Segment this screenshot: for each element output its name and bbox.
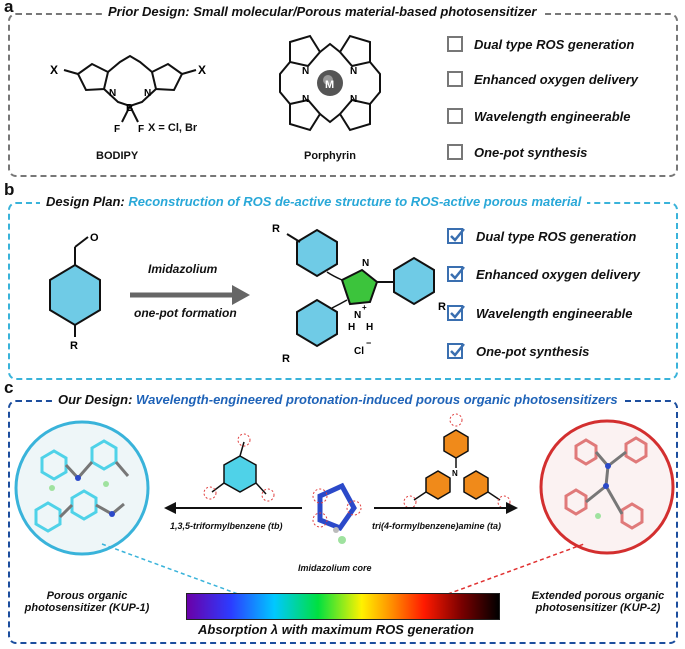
panel-a-check-1: Dual type ROS generation [446,35,634,53]
panel-a-title: Prior Design: Small molecular/Porous mat… [102,4,543,19]
ta-label: tri(4-formylbenzene)amine (ta) [372,521,502,531]
panel-a-check-4: One-pot synthesis [446,143,587,161]
panel-b-letter: b [4,180,15,199]
panel-c-title: Our Design: Wavelength-engineered proton… [52,392,624,407]
kup2-framework-image [539,419,675,555]
svg-text:O: O [90,232,99,244]
panel-c-letter: c [4,378,14,397]
checked-checkbox-icon [447,228,465,244]
kup1-framework-image [14,420,150,556]
empty-checkbox-icon [447,144,463,160]
arrow-bottom-label: one-pot formation [134,306,237,320]
benzaldehyde-structure: O R [49,232,101,352]
svg-text:+: + [362,303,367,312]
panel-c-title-prefix: Our Design: [58,392,133,407]
panel-b-check-3-label: Wavelength engineerable [476,305,633,321]
right-arrow [374,502,518,514]
porphyrin-structure: M N N N N [279,34,381,132]
panel-b-title-highlight: Reconstruction of ROS de-active structur… [128,194,582,209]
svg-text:R: R [438,301,446,313]
bodipy-label: BODIPY [96,150,139,162]
panel-a-check-4-label: One-pot synthesis [474,144,588,160]
svg-text:X: X [198,63,206,77]
spectrum-bar [186,593,500,620]
panel-b-check-4: One-pot synthesis [446,341,589,361]
svg-text:X: X [50,63,58,77]
svg-text:N: N [109,88,116,99]
svg-text:R: R [282,353,290,365]
tb-label: 1,3,5-triformylbenzene (tb) [170,521,283,531]
panel-b-check-1: Dual type ROS generation [446,226,636,246]
svg-text:B: B [126,103,133,114]
svg-text:R: R [272,223,280,235]
checked-checkbox-icon [447,305,465,321]
spectrum-label: Absorption λ with maximum ROS generation [198,622,474,637]
imidazolium-core-model [312,482,362,544]
panel-a-check-1-label: Dual type ROS generation [474,36,635,52]
left-connector [101,543,239,595]
ta-monomer-structure: N [403,413,511,509]
svg-text:R: R [70,340,78,352]
panel-a-check-3-label: Wavelength engineerable [474,108,631,124]
arrow-top-label: Imidazolium [148,262,218,276]
panel-c-title-highlight: Wavelength-engineered protonation-induce… [136,392,618,407]
panel-a-check-3: Wavelength engineerable [446,107,631,125]
svg-text:N: N [350,66,357,77]
svg-text:Cl: Cl [354,346,364,357]
panel-b-check-3: Wavelength engineerable [446,303,633,323]
svg-text:M: M [325,79,334,91]
empty-checkbox-icon [447,71,463,87]
svg-text:F: F [138,124,144,134]
panel-b-title: Design Plan: Reconstruction of ROS de-ac… [40,194,588,209]
svg-text:N: N [354,310,361,321]
empty-checkbox-icon [447,108,463,124]
core-label: Imidazolium core [298,563,372,573]
right-connector [447,543,585,595]
bodipy-structure: X X N N B F F [50,54,206,134]
panel-a-check-2-label: Enhanced oxygen delivery [474,71,639,87]
left-arrow [164,502,302,514]
svg-text:H: H [366,322,373,333]
tb-monomer-structure [203,433,275,502]
empty-checkbox-icon [447,36,463,52]
panel-b-check-4-label: One-pot synthesis [476,343,590,359]
svg-text:−: − [366,338,371,348]
imidazolium-structure: R R R N N + H H Cl − [272,223,446,365]
porphyrin-label: Porphyrin [304,150,356,162]
panel-b-check-2: Enhanced oxygen delivery [446,264,640,284]
svg-text:N: N [362,258,369,269]
panel-a-letter: a [4,0,14,16]
checked-checkbox-icon [447,343,465,359]
panel-b-title-prefix: Design Plan: [46,194,125,209]
bodipy-x-note: X = Cl, Br [148,122,198,134]
svg-text:N: N [144,88,151,99]
kup1-label: Porous organic photosensitizer (KUP-1) [24,590,150,614]
svg-text:N: N [452,469,458,478]
panel-b-check-1-label: Dual type ROS generation [476,228,637,244]
panel-a-check-2: Enhanced oxygen delivery [446,70,638,88]
kup2-label: Extended porous organic photosensitizer … [531,590,665,614]
svg-text:N: N [302,94,309,105]
panel-b-check-2-label: Enhanced oxygen delivery [476,266,641,282]
checked-checkbox-icon [447,266,465,282]
svg-text:N: N [350,94,357,105]
reaction-arrow [130,285,250,305]
svg-text:F: F [114,124,120,134]
svg-text:H: H [348,322,355,333]
svg-text:N: N [302,66,309,77]
